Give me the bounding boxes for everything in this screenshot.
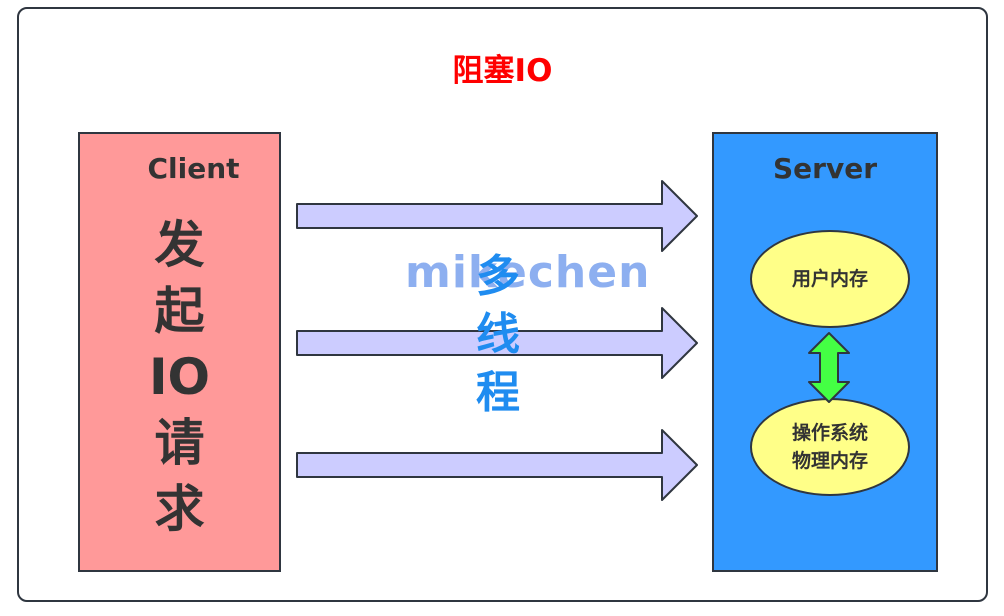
- client-text-char: 求: [154, 480, 205, 538]
- watermark-text: mikechen: [405, 247, 651, 298]
- client-box: Client 发 起 IO 请 求: [78, 132, 281, 572]
- client-request-text: 发 起 IO 请 求: [80, 212, 279, 542]
- os-memory-node: 操作系统 物理内存: [750, 398, 910, 496]
- multi-thread-label: 多 线 程: [470, 248, 526, 422]
- user-memory-label: 用户内存: [791, 268, 868, 290]
- os-memory-label-line1: 操作系统: [791, 422, 868, 444]
- os-memory-label-line2: 物理内存: [791, 450, 868, 472]
- diagram-title: 阻塞IO: [452, 53, 553, 89]
- user-memory-node: 用户内存: [750, 230, 910, 328]
- client-text-char: 起: [154, 282, 205, 340]
- client-label: Client: [147, 152, 240, 185]
- multi-thread-char: 多: [476, 251, 520, 302]
- multi-thread-char: 线: [476, 309, 520, 360]
- request-arrow-3: [296, 429, 698, 501]
- client-text-char: 发: [154, 216, 205, 274]
- memory-exchange-arrow: [808, 332, 850, 403]
- client-text-char: IO: [148, 348, 211, 406]
- client-text-char: 请: [154, 414, 205, 472]
- request-arrow-2: [296, 307, 698, 379]
- request-arrow-1: [296, 180, 698, 252]
- server-label: Server: [772, 152, 877, 185]
- multi-thread-char: 程: [476, 367, 520, 418]
